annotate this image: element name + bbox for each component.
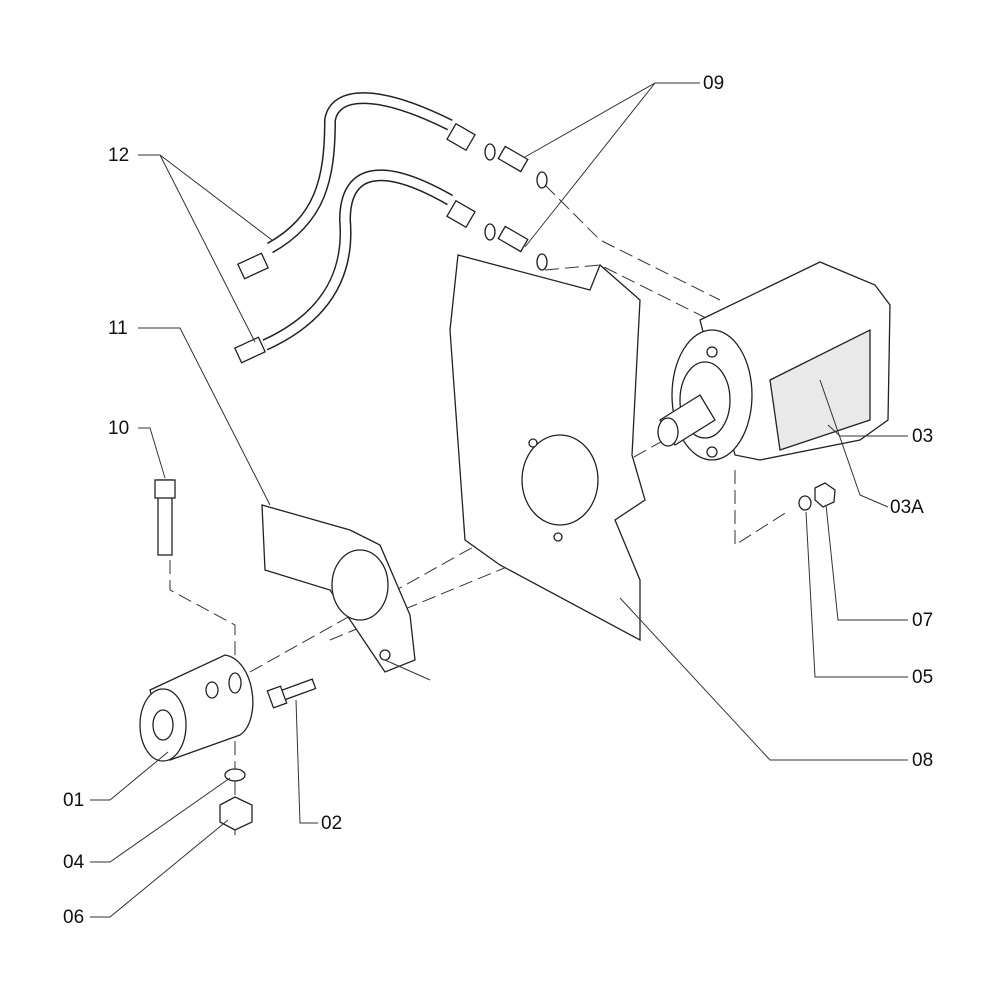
callout-09: 09 xyxy=(703,73,725,94)
plate-bolt-hole xyxy=(528,438,538,448)
nut-06 xyxy=(219,796,253,831)
fittings-09 xyxy=(484,143,548,271)
bolt-02-head xyxy=(266,685,288,709)
plate-shaft-hole xyxy=(521,434,599,526)
hydraulic-motor-03 xyxy=(657,261,891,461)
coupling-01 xyxy=(139,654,254,762)
callout-06: 06 xyxy=(63,907,85,928)
nut-07 xyxy=(814,482,836,508)
callout-01: 01 xyxy=(63,790,85,811)
callout-04: 04 xyxy=(63,852,85,873)
callout-05: 05 xyxy=(912,667,934,688)
bracket-11 xyxy=(261,504,416,673)
plate-bolt-hole xyxy=(553,532,563,542)
cap-screw-10-head xyxy=(154,479,176,499)
callout-02: 02 xyxy=(321,813,343,834)
callout-07: 07 xyxy=(912,610,934,631)
callout-12: 12 xyxy=(108,145,130,166)
callout-08: 08 xyxy=(912,750,934,771)
callout-leaders xyxy=(90,82,908,918)
hydraulic-hoses-12 xyxy=(233,92,476,364)
callout-03a: 03A xyxy=(890,497,924,518)
callout-10: 10 xyxy=(108,418,130,439)
callout-11: 11 xyxy=(108,318,128,339)
washer-05 xyxy=(798,495,812,511)
callout-03: 03 xyxy=(912,426,934,447)
